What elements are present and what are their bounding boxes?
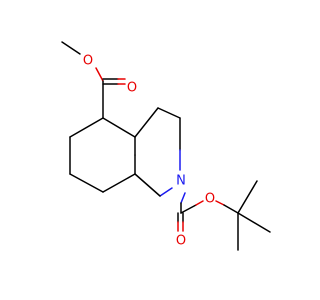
bond-ring5-1 bbox=[134, 107, 159, 138]
atom-n-ring: N bbox=[176, 174, 186, 189]
bond-ring5-6 bbox=[134, 173, 161, 197]
bond-o-tbu-red bbox=[215, 200, 225, 206]
bond-methyl-o bbox=[61, 41, 81, 55]
atom-o-boc-ether: O bbox=[205, 192, 215, 207]
bond-tbu-me2 bbox=[237, 212, 271, 233]
bond-ring5-5-n bbox=[159, 187, 173, 197]
bond-ring6-6 bbox=[69, 117, 104, 138]
molecule-structure-drawing: O O N O O bbox=[61, 41, 271, 251]
bond-boc-o-ether-red bbox=[195, 200, 204, 206]
bond-ring6-3 bbox=[102, 173, 136, 193]
bond-ring5-2 bbox=[157, 107, 181, 119]
bond-ring6-4 bbox=[69, 173, 104, 193]
atom-o-boc-carbonyl: O bbox=[176, 234, 186, 249]
atom-o-ester-carbonyl: O bbox=[127, 81, 137, 96]
bond-ring6-1 bbox=[102, 117, 136, 138]
bond-boc-c-o-ether bbox=[180, 204, 197, 214]
atom-o-methoxy: O bbox=[83, 54, 93, 69]
bond-tbu-me3 bbox=[237, 180, 258, 214]
bond-n-c-boc bbox=[180, 192, 186, 204]
bond-o-carbonyl-c bbox=[95, 67, 104, 82]
bond-o-tbu bbox=[223, 204, 239, 214]
